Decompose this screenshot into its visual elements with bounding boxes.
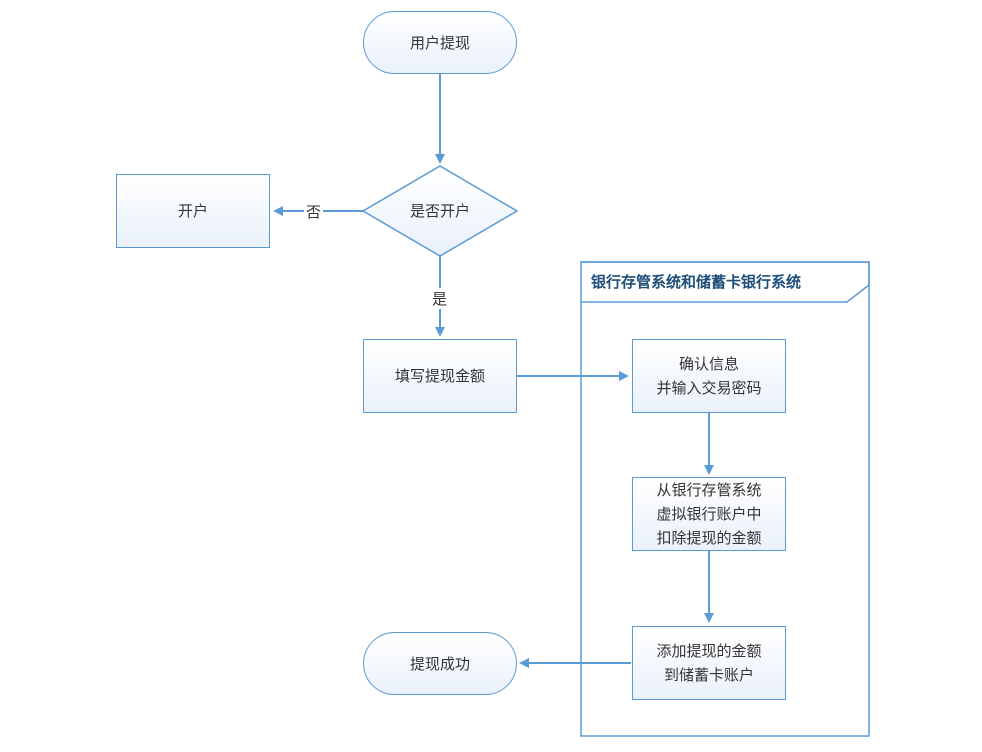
confirm-info-line-2: 并输入交易密码 (656, 379, 762, 397)
no-branch-label: 否 (304, 201, 324, 222)
add-amount-line-2: 到储蓄卡账户 (663, 666, 754, 684)
deduct-amount-node: 从银行存管系统 虚拟银行账户中 扣除提现的金额 (632, 477, 786, 551)
add-amount-line-1: 添加提现的金额 (656, 642, 762, 660)
add-amount-node: 添加提现的金额 到储蓄卡账户 (632, 626, 786, 700)
yes-branch-label: 是 (430, 288, 450, 309)
fill-amount-label: 填写提现金额 (394, 367, 485, 385)
confirm-info-node: 确认信息 并输入交易密码 (632, 339, 786, 413)
end-node-label: 提现成功 (409, 654, 470, 673)
open-account-node: 开户 (116, 174, 270, 248)
subsystem-frame-title: 银行存管系统和储蓄卡银行系统 (591, 273, 802, 291)
confirm-info-line-1: 确认信息 (678, 355, 739, 373)
start-node-label: 用户提现 (409, 33, 470, 52)
fill-amount-node: 填写提现金额 (363, 339, 517, 413)
end-node: 提现成功 (363, 632, 517, 695)
subsystem-frame-tab (581, 261, 870, 303)
deduct-amount-line-1: 从银行存管系统 (656, 481, 762, 499)
open-account-label: 开户 (177, 202, 208, 220)
deduct-amount-line-3: 扣除提现的金额 (656, 529, 762, 547)
start-node: 用户提现 (363, 11, 517, 74)
deduct-amount-line-2: 虚拟银行账户中 (656, 505, 762, 523)
decision-node-label: 是否开户 (409, 202, 470, 220)
